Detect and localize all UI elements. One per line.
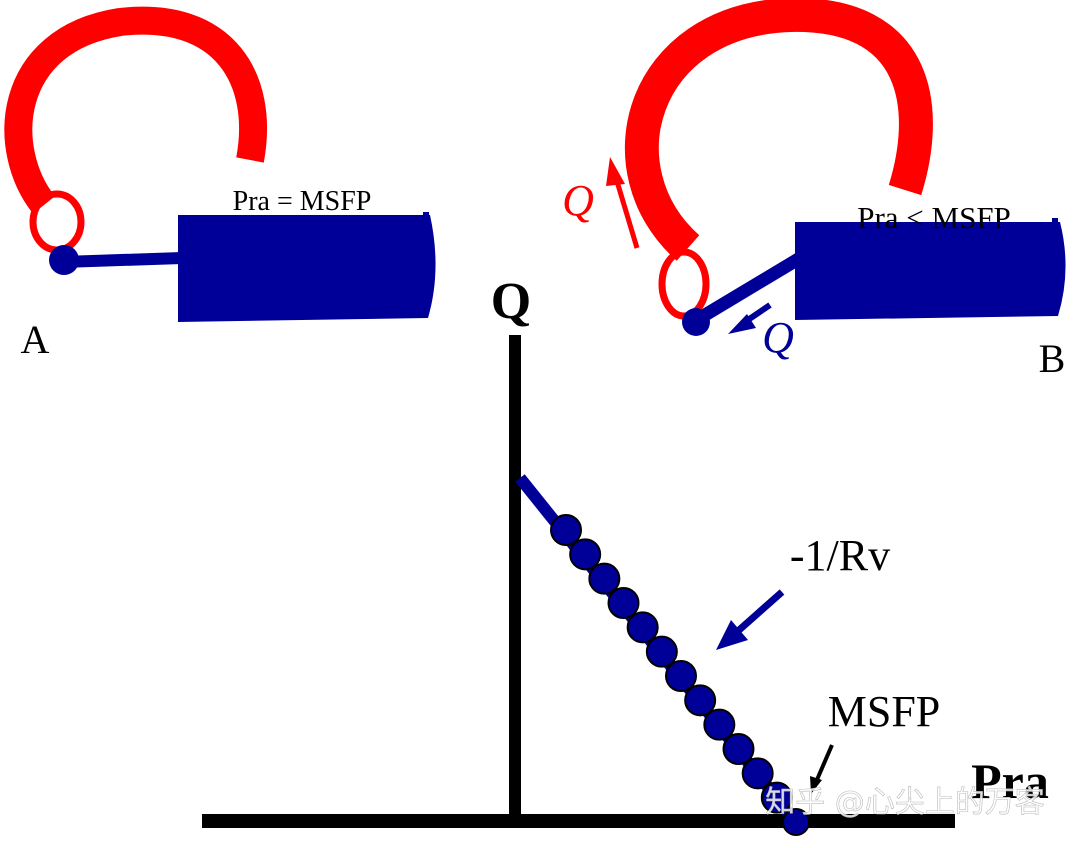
y-axis-label: Q bbox=[491, 273, 531, 330]
venous-return-bead bbox=[645, 635, 678, 668]
panel-b-letter: B bbox=[1039, 336, 1066, 381]
panel-b-venous-arrowhead bbox=[728, 314, 756, 334]
venous-return-bead bbox=[684, 684, 717, 717]
panel-b-arterial-arrowhead bbox=[606, 157, 625, 186]
panel-b-flow-label-arterial: Q bbox=[562, 176, 594, 225]
intercept-label: MSFP bbox=[828, 687, 941, 736]
panel-b-equation: Pra < MSFP bbox=[857, 200, 1011, 235]
panel-b-venous-reservoir bbox=[795, 222, 1066, 320]
venous-return-bead bbox=[703, 708, 736, 741]
panel-b-artery-arc bbox=[625, 0, 933, 261]
intercept-arrow bbox=[814, 744, 834, 783]
panel-b-reservoir-lip bbox=[797, 218, 1058, 239]
panel-b: Q Q Pra < MSFP B bbox=[562, 0, 1066, 381]
watermark: 知乎 @心尖上的万客 bbox=[765, 785, 1045, 820]
slope-arrowhead bbox=[716, 620, 748, 650]
slope-arrow bbox=[735, 589, 785, 634]
panel-a-atrium-ball bbox=[49, 245, 79, 275]
venous-return-bead bbox=[741, 757, 774, 790]
venous-return-bead bbox=[607, 587, 640, 619]
panel-a-artery-loop bbox=[29, 190, 85, 254]
panel-b-flow-label-venous: Q bbox=[762, 313, 794, 362]
venous-return-bead bbox=[760, 781, 793, 814]
intercept-arrowhead bbox=[810, 776, 822, 794]
venous-return-bead bbox=[626, 611, 659, 644]
panel-a-artery-arc bbox=[4, 6, 267, 214]
panel-a-equation: Pra = MSFP bbox=[233, 186, 372, 217]
panel-a-reservoir-lip bbox=[179, 212, 429, 229]
venous-return-beads bbox=[550, 514, 810, 836]
slope-label: -1/Rv bbox=[790, 531, 890, 580]
venous-return-bead bbox=[782, 808, 810, 836]
panel-b-arterial-flow-arrow bbox=[613, 177, 640, 249]
panel-a-letter: A bbox=[21, 317, 50, 362]
panel-b-artery-loop bbox=[658, 248, 710, 320]
venous-return-bead bbox=[550, 514, 582, 546]
panel-b-vein-tube bbox=[696, 252, 804, 324]
panel-a-vein-tube bbox=[61, 252, 183, 268]
venous-return-graph: Q Pra -1/Rv MSFP bbox=[202, 273, 1049, 836]
panel-a: Pra = MSFP A bbox=[4, 6, 436, 362]
venous-return-bead bbox=[588, 562, 621, 595]
venous-return-bead bbox=[569, 538, 602, 571]
panel-b-atrium-ball bbox=[682, 308, 710, 336]
venous-return-bead bbox=[722, 733, 755, 765]
venous-return-bead bbox=[665, 660, 697, 692]
x-axis-label: Pra bbox=[971, 753, 1049, 809]
panel-a-venous-reservoir bbox=[178, 215, 436, 322]
